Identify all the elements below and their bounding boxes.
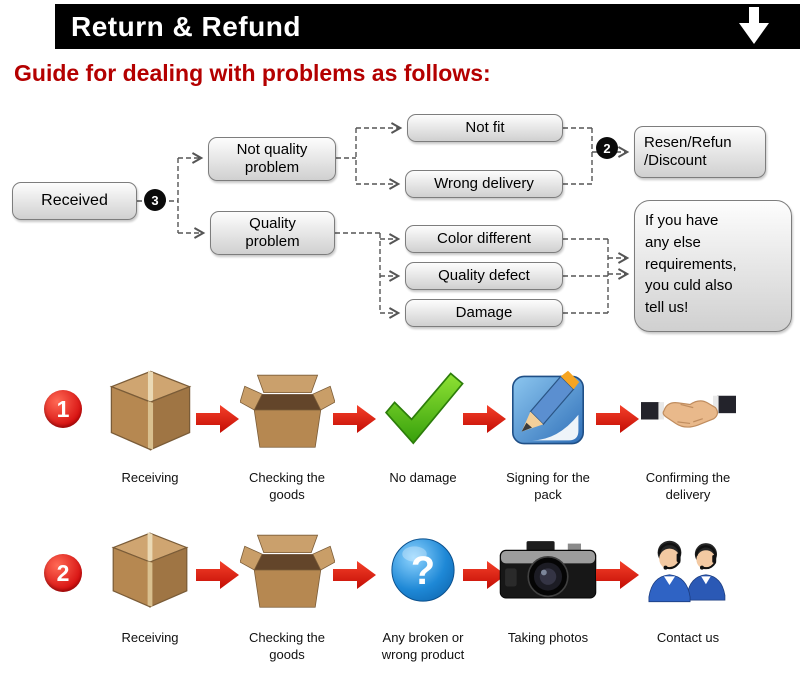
camera-icon [499,541,597,599]
step-label: No damage [389,470,457,485]
step-number-badge: 1 [44,390,82,428]
question-icon: ? [391,538,455,602]
page-title: Return & Refund [71,10,301,42]
down-arrow-icon [739,7,769,44]
step-number-badge: 2 [44,554,82,592]
step-taking-photos: Taking photos [488,518,608,647]
flow-box-not-fit: Not fit [407,114,563,142]
step-label: Checking the goods [249,470,325,502]
badge-2: 2 [596,137,618,159]
step-label: Checking the goods [249,630,325,662]
step-label: Taking photos [507,630,589,645]
flow-box-quality-problem: Quality problem [210,211,335,255]
red-right-arrow-icon [463,561,506,589]
step-signing: Signing for the pack [488,358,608,504]
process-row-2: 2 Receiving [0,518,800,668]
outcome-line-2: /Discount [644,152,707,169]
step-label: Receiving [121,630,179,645]
flow-box-quality-defect: Quality defect [405,262,563,290]
note-line: If you have [645,212,719,229]
red-right-arrow-icon [596,561,639,589]
flow-box-resend-refund-discount: Resen/Refun /Discount [634,126,766,178]
svg-text:?: ? [411,549,435,593]
step-checking-goods: Checking the goods [227,358,347,504]
flow-box-wrong-delivery: Wrong delivery [405,170,563,198]
flow-box-color-different: Color different [405,225,563,253]
closed-box-icon [111,532,189,608]
signing-icon [512,370,584,445]
note-line: you culd also [645,277,733,295]
step-label: Confirming the delivery [645,470,731,502]
red-right-arrow-icon [196,561,239,589]
step-label: Any broken or wrong product [381,630,465,662]
open-box-icon [239,534,335,608]
note-line: requirements, [645,255,737,273]
step-confirming: Confirming the delivery [628,358,748,504]
step-label: Contact us [656,630,720,645]
step-checking-goods: Checking the goods [227,518,347,664]
closed-box-icon [109,370,191,451]
step-any-broken: ? Any broken or wrong product [363,518,483,664]
red-right-arrow-icon [333,405,376,433]
flow-box-received: Received [12,182,137,220]
step-receiving: Receiving [90,358,210,487]
flow-box-not-quality-problem: Not quality problem [208,137,336,181]
step-contact-us: Contact us [628,518,748,647]
badge-3: 3 [144,189,166,211]
flow-box-note: If you have any else requirements, you c… [634,200,792,332]
flowchart: Received 3 Not quality problem Quality p… [12,114,792,332]
guide-heading: Guide for dealing with problems as follo… [14,60,491,86]
note-line: tell us! [645,299,689,316]
support-agents-icon [648,540,725,603]
red-right-arrow-icon [333,561,376,589]
step-label: Signing for the pack [506,470,590,502]
step-receiving: Receiving [90,518,210,647]
red-right-arrow-icon [196,405,239,433]
handshake-icon [640,395,736,428]
process-row-1: 1 Receiving [0,358,800,516]
header-bar: Return & Refund [55,4,800,49]
step-no-damage: No damage [363,358,483,487]
check-icon [384,372,464,445]
note-line: any else [645,233,701,251]
outcome-line-1: Resen/Refun [644,134,732,152]
red-right-arrow-icon [463,405,506,433]
red-right-arrow-icon [596,405,639,433]
flow-box-damage: Damage [405,299,563,327]
step-label: Receiving [121,470,179,485]
open-box-icon [239,374,335,448]
